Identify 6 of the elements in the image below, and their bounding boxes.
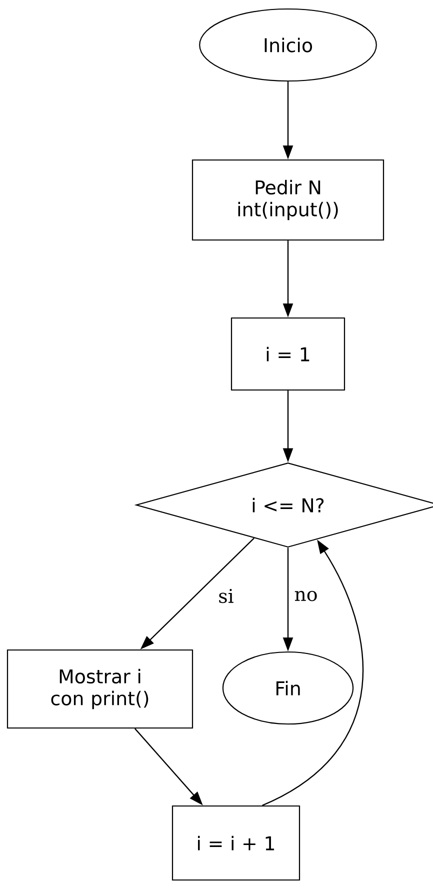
process-box: i = i + 1 — [172, 805, 300, 881]
process-box: Pedir N int(input()) — [192, 159, 384, 241]
process-box: Mostrar i con print() — [6, 649, 194, 729]
process-box: i = 1 — [230, 317, 346, 391]
edge-label: no — [293, 590, 319, 602]
edge-label: si — [217, 588, 235, 604]
